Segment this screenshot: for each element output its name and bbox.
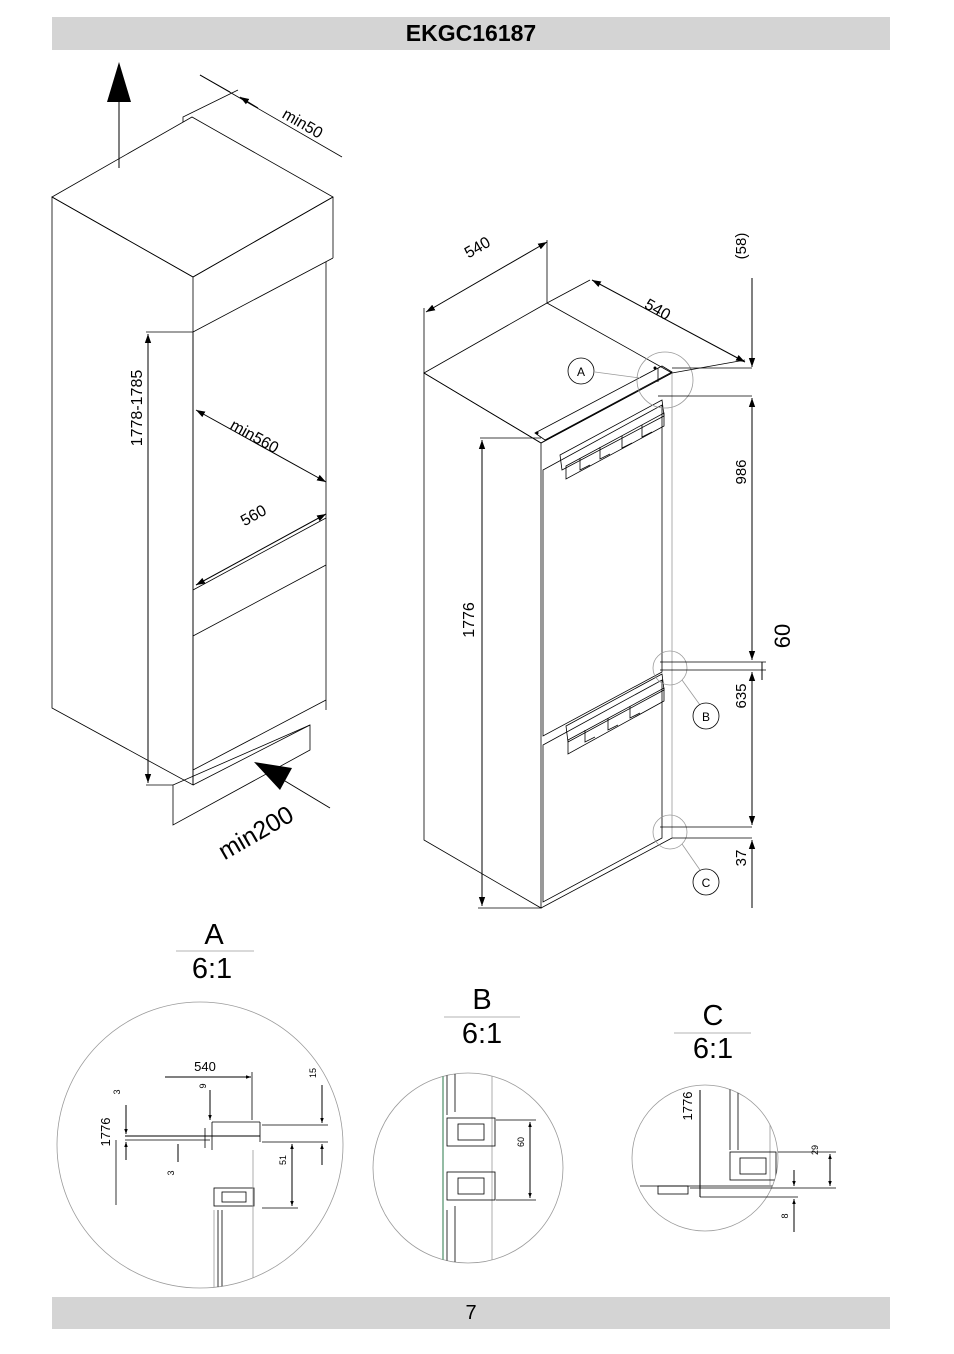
appliance-callouts: A B C bbox=[567, 351, 720, 896]
page-number: 7 bbox=[465, 1301, 477, 1324]
callout-b-circle bbox=[692, 702, 720, 730]
dim-appliance-height: 1776 bbox=[461, 602, 478, 638]
detail-a: A 6:1 540 9 15 3 bbox=[56, 919, 344, 1289]
dim-560: 560 bbox=[238, 502, 270, 530]
detail-b-dim-60: 60 bbox=[516, 1137, 526, 1147]
dim-635: 635 bbox=[733, 683, 750, 708]
detail-b: B 6:1 60 bbox=[372, 984, 564, 1264]
detail-a-dim-3-top: 3 bbox=[112, 1089, 122, 1094]
detail-a-scale: 6:1 bbox=[192, 953, 232, 985]
detail-c-scale: 6:1 bbox=[693, 1033, 733, 1065]
detail-a-dim-1776: 1776 bbox=[98, 1118, 113, 1147]
dim-986: 986 bbox=[733, 459, 750, 484]
detail-c-dim-1776: 1776 bbox=[680, 1092, 695, 1121]
model-title: EKGC16187 bbox=[405, 20, 537, 46]
callout-c-circle bbox=[692, 868, 720, 896]
detail-a-dim-15: 15 bbox=[308, 1068, 318, 1078]
detail-a-dim-3-bottom: 3 bbox=[166, 1170, 176, 1175]
detail-a-dim-540: 540 bbox=[194, 1059, 216, 1074]
dim-appliance-width: 540 bbox=[462, 234, 494, 262]
appliance-dimensions: 540 540 (58) 986 60 635 37 1776 bbox=[423, 233, 795, 909]
detail-c-title: C bbox=[703, 1000, 724, 1032]
footer-bar: 7 bbox=[52, 1297, 890, 1329]
detail-c-dim-29: 29 bbox=[810, 1145, 820, 1155]
callout-a: A bbox=[577, 365, 585, 379]
dim-min560: min560 bbox=[227, 417, 281, 457]
detail-b-scale: 6:1 bbox=[462, 1018, 502, 1050]
callout-b: B bbox=[702, 710, 710, 724]
dim-niche-height: 1778-1785 bbox=[129, 370, 146, 447]
callout-a-circle bbox=[567, 357, 595, 385]
dim-appliance-depth: 540 bbox=[641, 296, 673, 324]
detail-a-dim-9: 9 bbox=[198, 1083, 208, 1088]
detail-a-title: A bbox=[204, 919, 224, 951]
niche-cabinet bbox=[51, 62, 334, 826]
detail-a-dim-51: 51 bbox=[278, 1155, 288, 1165]
detail-b-title: B bbox=[472, 984, 491, 1016]
dim-min50: min50 bbox=[279, 106, 325, 143]
dim-top-58: (58) bbox=[733, 233, 750, 260]
header-bar: EKGC16187 bbox=[52, 17, 890, 50]
dim-gap-60: 60 bbox=[770, 624, 795, 648]
detail-c-dim-8: 8 bbox=[780, 1213, 790, 1218]
detail-c: C 6:1 1776 29 8 bbox=[631, 1000, 836, 1232]
callout-c: C bbox=[702, 876, 711, 890]
dim-min200: min200 bbox=[213, 800, 298, 865]
dim-37: 37 bbox=[733, 850, 750, 867]
